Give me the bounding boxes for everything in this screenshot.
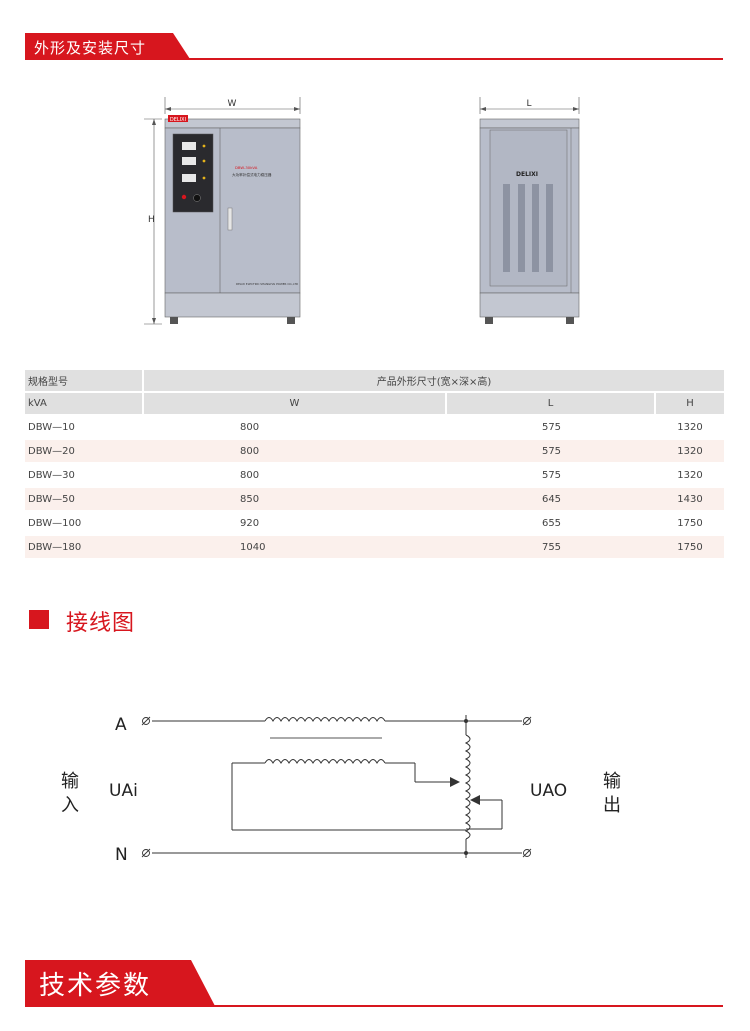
dim-l-label: L <box>526 99 531 109</box>
col-group-header: 产品外形尺寸(宽×深×高) <box>144 370 724 393</box>
cell-h: 1320 <box>656 416 724 440</box>
cell-model: DBW—50 <box>25 488 144 512</box>
cell-h: 1320 <box>656 464 724 488</box>
front-view-drawing: W H DELIXI DBW-30kVA 大功率补偿式电力稳压器 DELIXI … <box>144 97 301 325</box>
indicator-lamp <box>181 194 187 200</box>
unit-header: kVA <box>25 393 144 416</box>
cell-l: 645 <box>447 488 656 512</box>
terminal-out-a-icon <box>523 717 531 725</box>
table-row: DBW—50 850 645 1430 <box>25 488 724 512</box>
dim-h-label: H <box>148 215 155 225</box>
table-row: DBW—10 800 575 1320 <box>25 416 724 440</box>
rotary-switch-icon <box>193 194 201 202</box>
col-model-header: 规格型号 <box>25 370 144 393</box>
cell-w: 920 <box>144 512 447 536</box>
cell-w: 800 <box>144 416 447 440</box>
section-divider <box>25 1005 723 1007</box>
table-row: DBW—30 800 575 1320 <box>25 464 724 488</box>
cell-h: 1750 <box>656 512 724 536</box>
cell-l: 575 <box>447 464 656 488</box>
cell-l: 655 <box>447 512 656 536</box>
front-logo: DELIXI <box>170 117 186 123</box>
section-title-wiring: 接线图 <box>66 611 136 636</box>
terminal-n-label: N <box>115 845 128 865</box>
section-banner-specs: 技术参数 <box>25 960 723 1008</box>
dimensions-table: 规格型号 产品外形尺寸(宽×深×高) kVA W L H DBW—10 800 … <box>25 370 724 560</box>
side-logo: DELIXI <box>516 171 538 178</box>
product-label: 大功率补偿式电力稳压器 <box>232 172 272 177</box>
col-w-header: W <box>144 393 447 416</box>
cell-w: 850 <box>144 488 447 512</box>
section-divider <box>25 58 723 60</box>
autotransformer-coil <box>464 734 471 840</box>
cell-model: DBW—20 <box>25 440 144 464</box>
compensation-coil <box>264 759 386 765</box>
series-coil <box>264 717 386 723</box>
terminal-n-icon <box>142 849 150 857</box>
wiring-diagram <box>141 715 532 858</box>
cell-model: DBW—10 <box>25 416 144 440</box>
terminal-a-label: A <box>115 715 127 735</box>
cell-model: DBW—180 <box>25 536 144 560</box>
cell-model: DBW—100 <box>25 512 144 536</box>
maker-label: DELIXI ELECTRIC SHANGHAI POWER CO.,LTD <box>236 282 298 286</box>
terminal-out-n-icon <box>523 849 531 857</box>
side-view-drawing: L DELIXI <box>479 97 580 324</box>
cell-model: DBW—30 <box>25 464 144 488</box>
table-row: DBW—100 920 655 1750 <box>25 512 724 536</box>
section-tab: 外形及安装尺寸 <box>25 33 190 59</box>
table-subheader-row: kVA W L H <box>25 393 724 416</box>
section-marker <box>29 610 49 629</box>
input-voltage-label: UAi <box>109 781 138 801</box>
cell-w: 800 <box>144 464 447 488</box>
cell-w: 1040 <box>144 536 447 560</box>
terminal-a-icon <box>142 717 150 725</box>
cell-l: 575 <box>447 416 656 440</box>
input-label-1: 输 <box>61 771 79 792</box>
cell-w: 800 <box>144 440 447 464</box>
table-header-row: 规格型号 产品外形尺寸(宽×深×高) <box>25 370 724 393</box>
table-row: DBW—20 800 575 1320 <box>25 440 724 464</box>
dim-w-label: W <box>228 99 237 109</box>
section-title: 外形及安装尺寸 <box>34 39 147 57</box>
vent-slots <box>503 184 553 272</box>
col-h-header: H <box>656 393 724 416</box>
section-title: 技术参数 <box>39 971 152 1001</box>
cell-l: 755 <box>447 536 656 560</box>
table-row: DBW—180 1040 755 1750 <box>25 536 724 560</box>
cell-l: 575 <box>447 440 656 464</box>
input-label-2: 入 <box>61 795 79 816</box>
cell-h: 1430 <box>656 488 724 512</box>
door-handle <box>227 207 233 231</box>
cell-h: 1320 <box>656 440 724 464</box>
output-label-1: 输 <box>603 771 621 792</box>
section-tab: 技术参数 <box>25 960 215 1006</box>
output-label-2: 出 <box>603 795 621 816</box>
output-voltage-label: UAO <box>530 781 568 801</box>
cell-h: 1750 <box>656 536 724 560</box>
col-l-header: L <box>447 393 656 416</box>
section-banner-dimensions: 外形及安装尺寸 <box>25 33 723 60</box>
model-label: DBW-30kVA <box>235 165 258 170</box>
